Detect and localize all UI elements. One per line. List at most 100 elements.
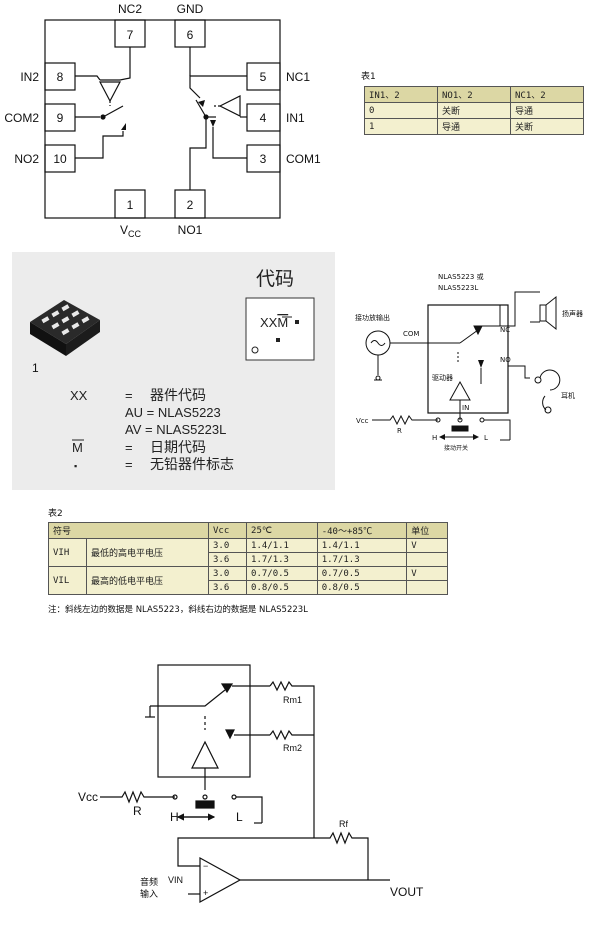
table1-cell: 导通 <box>510 102 584 119</box>
table2-cell <box>406 552 448 567</box>
pin-1-label: 1 <box>127 198 134 212</box>
gnd-label: GND <box>177 2 204 16</box>
pin-5-label: 5 <box>260 70 267 84</box>
app1-no: NO <box>500 356 511 364</box>
table1-caption: 表1 <box>361 72 376 82</box>
in2-label: IN2 <box>20 70 39 84</box>
marking-panel <box>12 252 335 490</box>
app2-vcc: Vcc <box>78 790 98 804</box>
table2-cell: 0.7/0.5 <box>316 566 408 581</box>
table-row: 3.6 0.8/0.5 0.8/0.5 <box>49 580 448 595</box>
table2-cell: 3.0 <box>207 538 248 553</box>
table2-header: 25℃ <box>246 522 318 539</box>
nc2-label: NC2 <box>118 2 142 16</box>
no2-label: NO2 <box>14 152 39 166</box>
table2-cell: 1.7/1.3 <box>246 552 318 567</box>
legend-eq: = <box>125 440 133 455</box>
table2-caption: 表2 <box>48 509 63 519</box>
com2-label: COM2 <box>4 111 39 125</box>
table2-note: 注：斜线左边的数据是 NLAS5223，斜线右边的数据是 NLAS5223L <box>48 605 308 615</box>
vcc-label: VCC <box>120 223 142 239</box>
table1-header: IN1、2 <box>364 86 438 103</box>
nc1-label: NC1 <box>286 70 310 84</box>
table1-header: NC1、2 <box>510 86 584 103</box>
table2-cell: 最高的低电平电压 <box>86 566 209 595</box>
table2-cell: VIL <box>47 566 88 595</box>
legend-desc-date-code: 日期代码 <box>150 440 206 456</box>
app2-h: H <box>170 810 179 824</box>
app2-r: R <box>133 804 142 818</box>
app1-in: IN <box>462 404 469 412</box>
rm1-label: Rm1 <box>283 695 302 705</box>
package-illustration <box>30 300 100 356</box>
app1-amp-out: 接功放输出 <box>355 313 390 322</box>
table2-cell: 1.7/1.3 <box>316 552 408 567</box>
table-row: 1 导通 关断 <box>364 118 584 135</box>
table2-cell: 3.6 <box>207 580 248 595</box>
pin-10-label: 10 <box>53 152 67 166</box>
lead-free-dot-center <box>276 338 280 342</box>
table2-header: 单位 <box>406 522 448 539</box>
app1-l: L <box>484 434 488 442</box>
pin-4-label: 4 <box>260 111 267 125</box>
table2-cell: 0.8/0.5 <box>246 580 318 595</box>
table-row: 3.6 1.7/1.3 1.7/1.3 <box>49 552 448 567</box>
table1-cell: 导通 <box>437 118 511 135</box>
table2-cell <box>406 580 448 595</box>
table1-cell: 0 <box>364 102 438 119</box>
table2-header: -40～+85℃ <box>316 522 408 539</box>
app1-switch-label: 接动开关 <box>444 444 468 452</box>
table1-cell: 关断 <box>510 118 584 135</box>
table2-cell: 0.8/0.5 <box>316 580 408 595</box>
audio-in-2: 输入 <box>140 888 158 899</box>
table-row: VIH 最低的高电平电压 3.0 1.4/1.1 1.4/1.1 V <box>47 538 448 567</box>
app1-driver: 驱动器 <box>432 373 453 382</box>
opamp-plus: + <box>203 888 208 898</box>
ic-body <box>44 19 281 219</box>
app2-circuit <box>100 664 390 904</box>
table-row: 0 关断 导通 <box>364 102 584 119</box>
marking-legend: XX = 器件代码 AU = NLAS5223 AV = NLAS5223L M… <box>70 388 234 473</box>
package-pin-one: 1 <box>32 361 39 375</box>
table2-cell: 0.7/0.5 <box>246 566 318 581</box>
marking-box <box>245 297 315 361</box>
app1-speaker: 扬声器 <box>562 309 583 318</box>
app1-r: R <box>397 427 402 435</box>
pin-9-label: 9 <box>57 111 64 125</box>
pinout-diagram <box>44 19 281 219</box>
table2-cell: V <box>406 566 448 581</box>
legend-eq: = <box>125 388 133 403</box>
pin-7-label: 7 <box>127 28 134 42</box>
pin-6-label: 6 <box>187 28 194 42</box>
rm2-label: Rm2 <box>283 743 302 753</box>
table2-cell: VIH <box>47 538 88 567</box>
legend-key-dot: ▪ <box>74 461 77 471</box>
table2-cell: V <box>406 538 448 553</box>
pin-1 <box>114 189 146 219</box>
rf-label: Rf <box>339 819 348 829</box>
legend-desc-au: AU = NLAS5223 <box>125 405 221 420</box>
app1-h: H <box>432 434 437 442</box>
table2-header: Vcc <box>207 522 248 539</box>
legend-eq: = <box>125 457 133 472</box>
table-row: VIL 最高的低电平电压 3.0 0.7/0.5 0.7/0.5 V <box>47 566 448 595</box>
pin-2-label: 2 <box>187 198 194 212</box>
table2-cell: 最低的高电平电压 <box>86 538 209 567</box>
table1-cell: 关断 <box>437 102 511 119</box>
pin-3-label: 3 <box>260 152 267 166</box>
table2: 符号 Vcc 25℃ -40～+85℃ 单位 VIH 最低的高电平电压 3.0 … <box>47 522 448 595</box>
table2-cell: 1.4/1.1 <box>246 538 318 553</box>
table2-header: 符号 <box>48 522 209 539</box>
table2-cell: 3.6 <box>207 552 248 567</box>
marking-title: 代码 <box>256 268 294 290</box>
marking-code: XXM <box>260 315 288 330</box>
pin1-indicator <box>251 346 259 354</box>
app1-nc: NC <box>500 326 510 334</box>
app1-vcc: Vcc <box>356 417 369 425</box>
vin-label: VIN <box>168 875 183 885</box>
legend-key-m: M <box>72 440 83 455</box>
table2-cell: 3.0 <box>207 566 248 581</box>
pin-8-label: 8 <box>57 70 64 84</box>
table2-cell: 1.4/1.1 <box>316 538 408 553</box>
